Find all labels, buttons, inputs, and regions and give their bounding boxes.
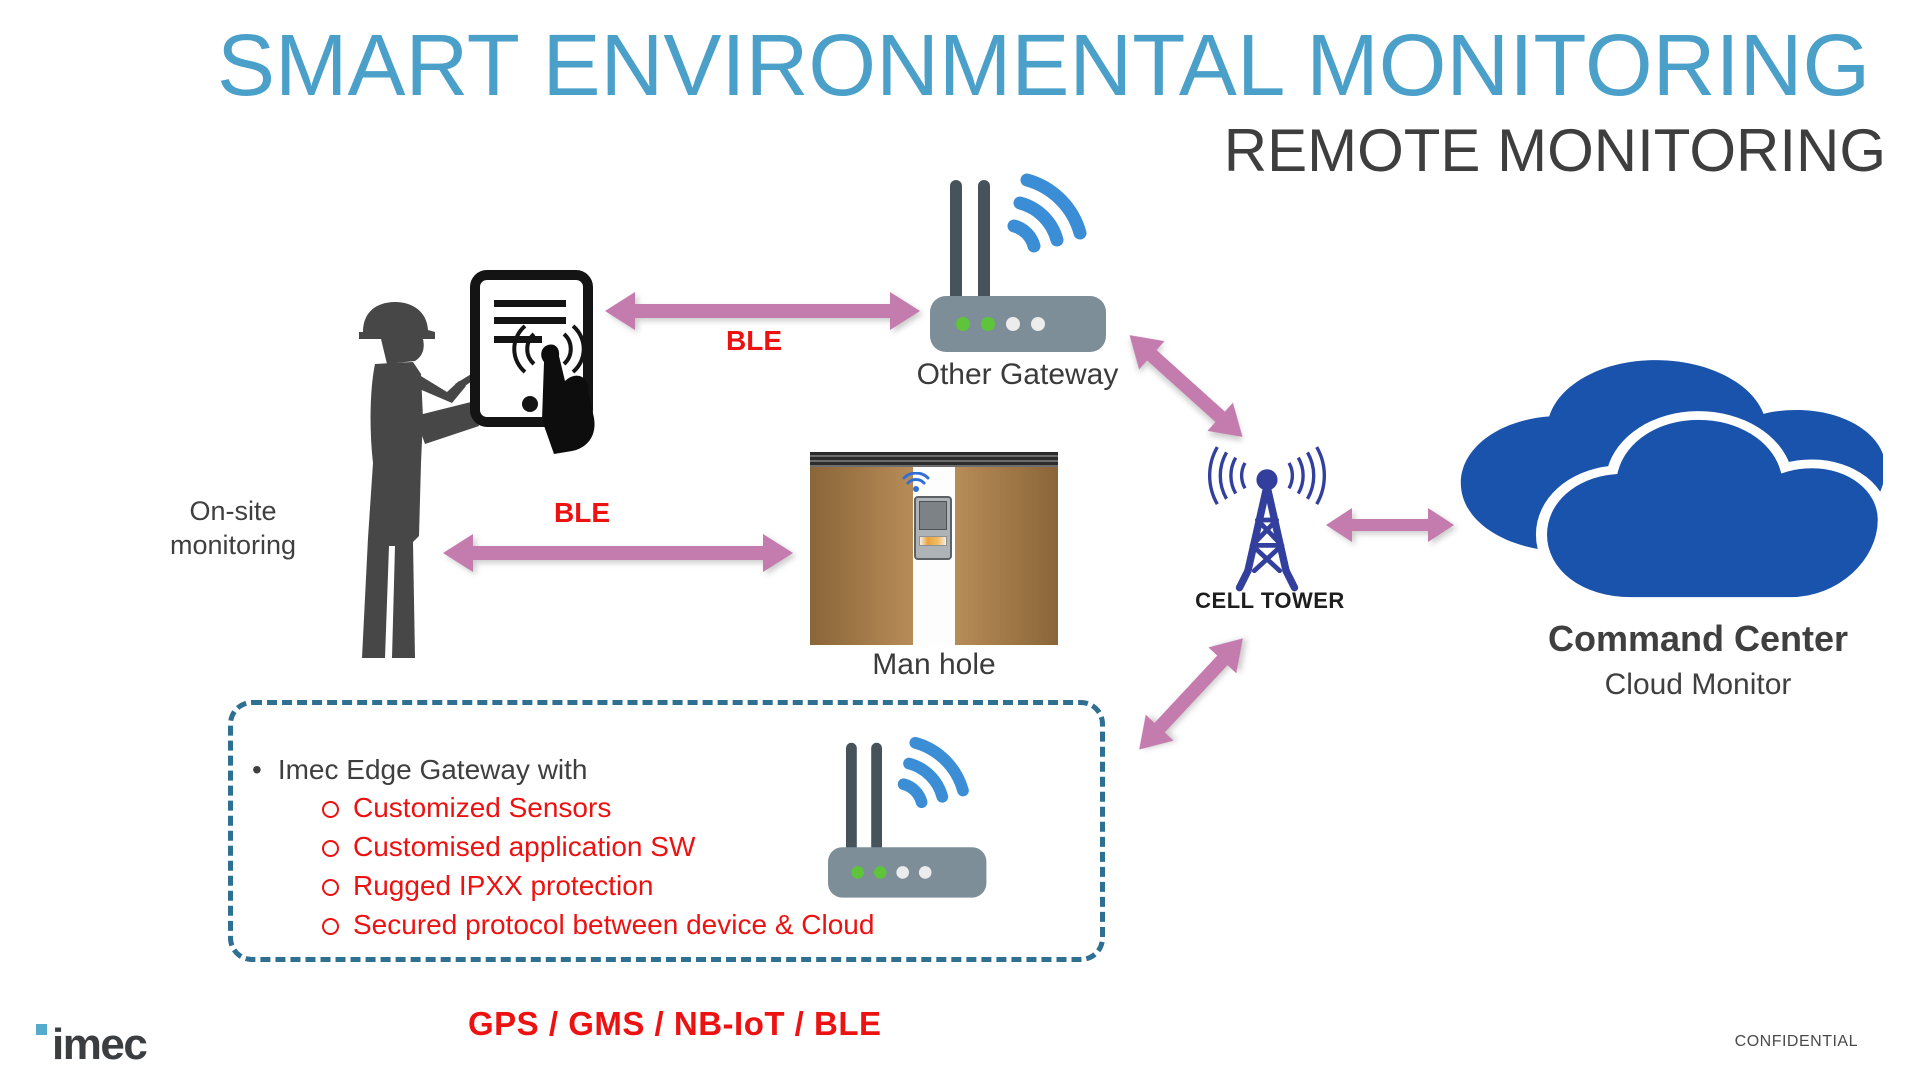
- status-led: [873, 866, 887, 879]
- antenna: [950, 180, 962, 304]
- manhole-cover-bar: [810, 452, 1058, 467]
- tablet-icon: [470, 270, 595, 454]
- router-body: [828, 847, 987, 898]
- arrow-edgebox-tower: [1125, 625, 1257, 763]
- man-hole-label: Man hole: [872, 648, 996, 681]
- worker-silhouette: [359, 302, 484, 658]
- page-subtitle: REMOTE MONITORING: [1223, 117, 1886, 184]
- protocols-label: GPS / GMS / NB-IoT / BLE: [468, 1005, 882, 1042]
- arrowhead-right: [763, 534, 793, 572]
- circle-bullet-icon: [322, 879, 339, 896]
- command-center-block: Command Center Cloud Monitor: [1528, 618, 1868, 702]
- edge-gateway-box: [228, 700, 1105, 962]
- wifi-signal-icon: [897, 736, 969, 809]
- antenna: [978, 180, 990, 304]
- status-led: [956, 317, 970, 331]
- edge-gateway-router-icon: [828, 714, 1080, 899]
- list-item: Customized Sensors: [322, 792, 874, 831]
- cloud-monitor-label: Cloud Monitor: [1604, 668, 1792, 701]
- edge-gateway-heading: • Imec Edge Gateway with: [252, 754, 588, 785]
- status-led: [981, 317, 995, 331]
- circle-bullet-icon: [322, 840, 339, 857]
- logo-square-icon: [36, 1024, 47, 1035]
- router-body: [930, 296, 1106, 352]
- circle-bullet-icon: [322, 918, 339, 935]
- wifi-icon: [902, 472, 930, 492]
- manhole-photo: [810, 452, 1058, 645]
- other-gateway-label: Other Gateway: [916, 358, 1119, 391]
- arrowhead-left: [443, 534, 473, 572]
- touch-signal-icon: [512, 324, 586, 374]
- ble-label-mid: BLE: [554, 497, 610, 528]
- wifi-signal-icon: [1007, 173, 1087, 253]
- antenna: [846, 742, 857, 855]
- confidential-label: CONFIDENTIAL: [1734, 1033, 1858, 1050]
- manhole-wall: [955, 467, 1058, 645]
- bullet-dot: •: [252, 754, 262, 785]
- arrow-tower-cloud: [1326, 508, 1454, 542]
- cloud-icon: [1460, 360, 1883, 604]
- pointing-hand-icon: [541, 344, 595, 454]
- ble-arrow-tablet-gateway: [605, 292, 920, 330]
- command-center-label: Command Center: [1547, 618, 1849, 659]
- list-item: Secured protocol between device & Cloud: [322, 909, 874, 948]
- manhole-wall: [810, 467, 913, 645]
- circle-bullet-icon: [322, 801, 339, 818]
- imec-logo: imec: [36, 1018, 196, 1070]
- page-title: SMART ENVIRONMENTAL MONITORING: [217, 17, 1871, 114]
- status-led: [1006, 317, 1020, 331]
- antenna: [871, 742, 882, 855]
- other-gateway-router-icon: [930, 148, 1210, 354]
- onsite-monitoring-label: On-site monitoring: [169, 496, 297, 560]
- status-led: [1031, 317, 1045, 331]
- status-led: [918, 866, 932, 879]
- cell-tower-label: CELL TOWER: [1195, 588, 1345, 613]
- sensor-device: [914, 496, 952, 560]
- edge-gateway-feature-list: Customized Sensors Customised applicatio…: [322, 792, 874, 948]
- ble-arrow-worker-manhole: [443, 534, 793, 572]
- arrowhead-left: [605, 292, 635, 330]
- list-item: Customised application SW: [322, 831, 874, 870]
- status-led: [896, 866, 909, 879]
- cell-tower-icon: [1207, 446, 1327, 592]
- status-led: [851, 866, 864, 879]
- ble-label-top: BLE: [726, 325, 782, 356]
- arrowhead-right: [890, 292, 920, 330]
- list-item: Rugged IPXX protection: [322, 870, 874, 909]
